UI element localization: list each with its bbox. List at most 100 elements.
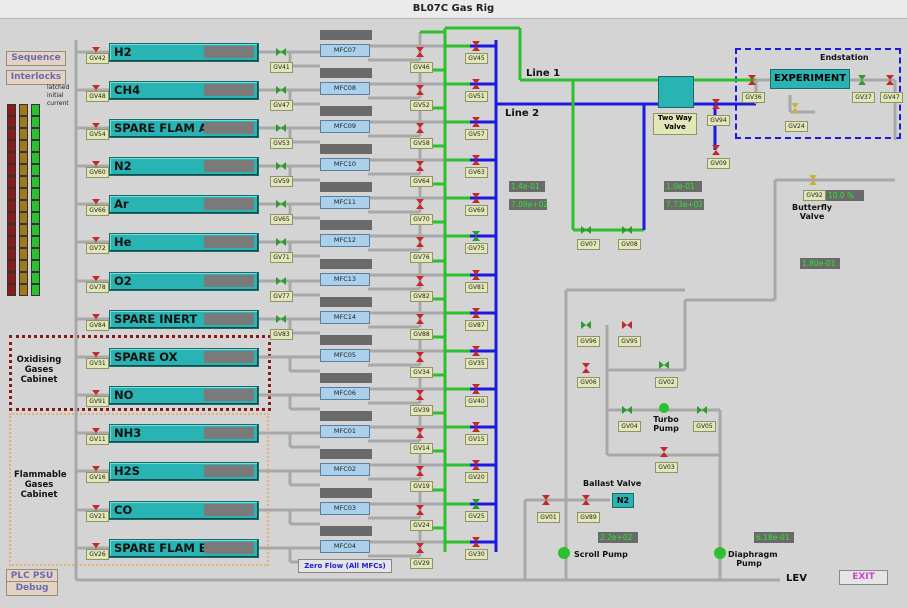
gas-inlet-valve-label[interactable]: GV78 bbox=[86, 282, 109, 293]
gas-box-6[interactable]: O2 bbox=[109, 272, 259, 291]
experiment-box[interactable]: EXPERIMENT bbox=[770, 69, 850, 89]
sequence-button[interactable]: Sequence bbox=[6, 51, 66, 66]
line-select-valve-label[interactable]: GV45 bbox=[465, 53, 488, 64]
line-select-valve-label[interactable]: GV25 bbox=[465, 511, 488, 522]
gas-inlet-valve-label[interactable]: GV60 bbox=[86, 167, 109, 178]
gas-box-12[interactable]: CO bbox=[109, 501, 259, 520]
gv04-label[interactable]: GV04 bbox=[618, 421, 641, 432]
mfc-box[interactable]: MFC14 bbox=[320, 311, 370, 324]
gas-box-0[interactable]: H2 bbox=[109, 43, 259, 62]
interlocks-button[interactable]: Interlocks bbox=[6, 70, 66, 85]
gas-box-5[interactable]: He bbox=[109, 233, 259, 252]
gas-inlet-valve-label[interactable]: GV42 bbox=[86, 53, 109, 64]
gas-inlet-valve-label[interactable]: GV48 bbox=[86, 91, 109, 102]
gas-box-7[interactable]: SPARE INERT bbox=[109, 310, 259, 329]
mfc-box[interactable]: MFC11 bbox=[320, 196, 370, 209]
gas-inlet-valve-label[interactable]: GV91 bbox=[86, 396, 109, 407]
gv05-label[interactable]: GV05 bbox=[693, 421, 716, 432]
line-select-valve-label[interactable]: GV51 bbox=[465, 91, 488, 102]
gv36-label[interactable]: GV36 bbox=[742, 92, 765, 103]
gv01-label[interactable]: GV01 bbox=[537, 512, 560, 523]
gas-inlet-valve-label[interactable]: GV66 bbox=[86, 205, 109, 216]
two-way-valve-body[interactable] bbox=[658, 76, 694, 108]
mfc-box[interactable]: MFC10 bbox=[320, 158, 370, 171]
gv47-end-label[interactable]: GV47 bbox=[880, 92, 903, 103]
gas-line-valve-label[interactable]: GV65 bbox=[270, 214, 293, 225]
mfc-box[interactable]: MFC03 bbox=[320, 502, 370, 515]
gv92-label[interactable]: GV92 bbox=[803, 190, 826, 201]
mfc-out-valve-label[interactable]: GV70 bbox=[410, 214, 433, 225]
mfc-out-valve-label[interactable]: GV29 bbox=[410, 558, 433, 569]
gas-inlet-valve-label[interactable]: GV21 bbox=[86, 511, 109, 522]
mfc-box[interactable]: MFC02 bbox=[320, 463, 370, 476]
ballast-n2-box[interactable]: N2 bbox=[612, 493, 634, 508]
gas-inlet-valve-label[interactable]: GV31 bbox=[86, 358, 109, 369]
gas-line-valve-label[interactable]: GV53 bbox=[270, 138, 293, 149]
line-select-valve-label[interactable]: GV63 bbox=[465, 167, 488, 178]
mfc-box[interactable]: MFC05 bbox=[320, 349, 370, 362]
mfc-box[interactable]: MFC01 bbox=[320, 425, 370, 438]
gas-box-11[interactable]: H2S bbox=[109, 462, 259, 481]
debug-button[interactable]: Debug bbox=[6, 581, 58, 596]
line-select-valve-label[interactable]: GV87 bbox=[465, 320, 488, 331]
gv37-label[interactable]: GV37 bbox=[852, 92, 875, 103]
mfc-out-valve-label[interactable]: GV19 bbox=[410, 481, 433, 492]
exit-button[interactable]: EXIT bbox=[839, 570, 888, 585]
gas-line-valve-label[interactable]: GV71 bbox=[270, 252, 293, 263]
gas-box-10[interactable]: NH3 bbox=[109, 424, 259, 443]
mfc-box[interactable]: MFC13 bbox=[320, 273, 370, 286]
gas-box-4[interactable]: Ar bbox=[109, 195, 259, 214]
gv09-label[interactable]: GV09 bbox=[707, 158, 730, 169]
mfc-box[interactable]: MFC04 bbox=[320, 540, 370, 553]
gas-inlet-valve-label[interactable]: GV26 bbox=[86, 549, 109, 560]
mfc-out-valve-label[interactable]: GV76 bbox=[410, 252, 433, 263]
line-select-valve-label[interactable]: GV81 bbox=[465, 282, 488, 293]
gas-line-valve-label[interactable]: GV59 bbox=[270, 176, 293, 187]
line-select-valve-label[interactable]: GV35 bbox=[465, 358, 488, 369]
gas-inlet-valve-label[interactable]: GV11 bbox=[86, 434, 109, 445]
mfc-out-valve-label[interactable]: GV39 bbox=[410, 405, 433, 416]
line-select-valve-label[interactable]: GV57 bbox=[465, 129, 488, 140]
line-select-valve-label[interactable]: GV30 bbox=[465, 549, 488, 560]
line-select-valve-label[interactable]: GV69 bbox=[465, 205, 488, 216]
gas-box-13[interactable]: SPARE FLAM B bbox=[109, 539, 259, 558]
line-select-valve-label[interactable]: GV75 bbox=[465, 243, 488, 254]
mfc-box[interactable]: MFC06 bbox=[320, 387, 370, 400]
line-select-valve-label[interactable]: GV40 bbox=[465, 396, 488, 407]
gv07-label[interactable]: GV07 bbox=[577, 239, 600, 250]
gv03-label[interactable]: GV03 bbox=[655, 462, 678, 473]
mfc-out-valve-label[interactable]: GV52 bbox=[410, 100, 433, 111]
gas-box-8[interactable]: SPARE OX bbox=[109, 348, 259, 367]
gas-box-2[interactable]: SPARE FLAM A bbox=[109, 119, 259, 138]
mfc-out-valve-label[interactable]: GV34 bbox=[410, 367, 433, 378]
gas-line-valve-label[interactable]: GV83 bbox=[270, 329, 293, 340]
gas-inlet-valve-label[interactable]: GV16 bbox=[86, 472, 109, 483]
gv02-label[interactable]: GV02 bbox=[655, 377, 678, 388]
mfc-out-valve-label[interactable]: GV14 bbox=[410, 443, 433, 454]
gas-box-9[interactable]: NO bbox=[109, 386, 259, 405]
gv08-label[interactable]: GV08 bbox=[618, 239, 641, 250]
mfc-box[interactable]: MFC07 bbox=[320, 44, 370, 57]
gv06-label[interactable]: GV06 bbox=[577, 377, 600, 388]
zero-flow-button[interactable]: Zero Flow (All MFCs) bbox=[298, 559, 392, 573]
gas-line-valve-label[interactable]: GV77 bbox=[270, 291, 293, 302]
line-select-valve-label[interactable]: GV20 bbox=[465, 472, 488, 483]
mfc-out-valve-label[interactable]: GV88 bbox=[410, 329, 433, 340]
gas-line-valve-label[interactable]: GV41 bbox=[270, 62, 293, 73]
gv96-label[interactable]: GV96 bbox=[577, 336, 600, 347]
mfc-box[interactable]: MFC08 bbox=[320, 82, 370, 95]
gv95-label[interactable]: GV95 bbox=[618, 336, 641, 347]
gas-inlet-valve-label[interactable]: GV54 bbox=[86, 129, 109, 140]
mfc-out-valve-label[interactable]: GV82 bbox=[410, 291, 433, 302]
gv94-label[interactable]: GV94 bbox=[707, 115, 730, 126]
gas-line-valve-label[interactable]: GV47 bbox=[270, 100, 293, 111]
line-select-valve-label[interactable]: GV15 bbox=[465, 434, 488, 445]
mfc-out-valve-label[interactable]: GV24 bbox=[410, 520, 433, 531]
mfc-box[interactable]: MFC09 bbox=[320, 120, 370, 133]
gas-box-3[interactable]: N2 bbox=[109, 157, 259, 176]
gas-box-1[interactable]: CH4 bbox=[109, 81, 259, 100]
gas-inlet-valve-label[interactable]: GV72 bbox=[86, 243, 109, 254]
gv89-label[interactable]: GV89 bbox=[577, 512, 600, 523]
gv24-end-label[interactable]: GV24 bbox=[785, 121, 808, 132]
mfc-out-valve-label[interactable]: GV64 bbox=[410, 176, 433, 187]
